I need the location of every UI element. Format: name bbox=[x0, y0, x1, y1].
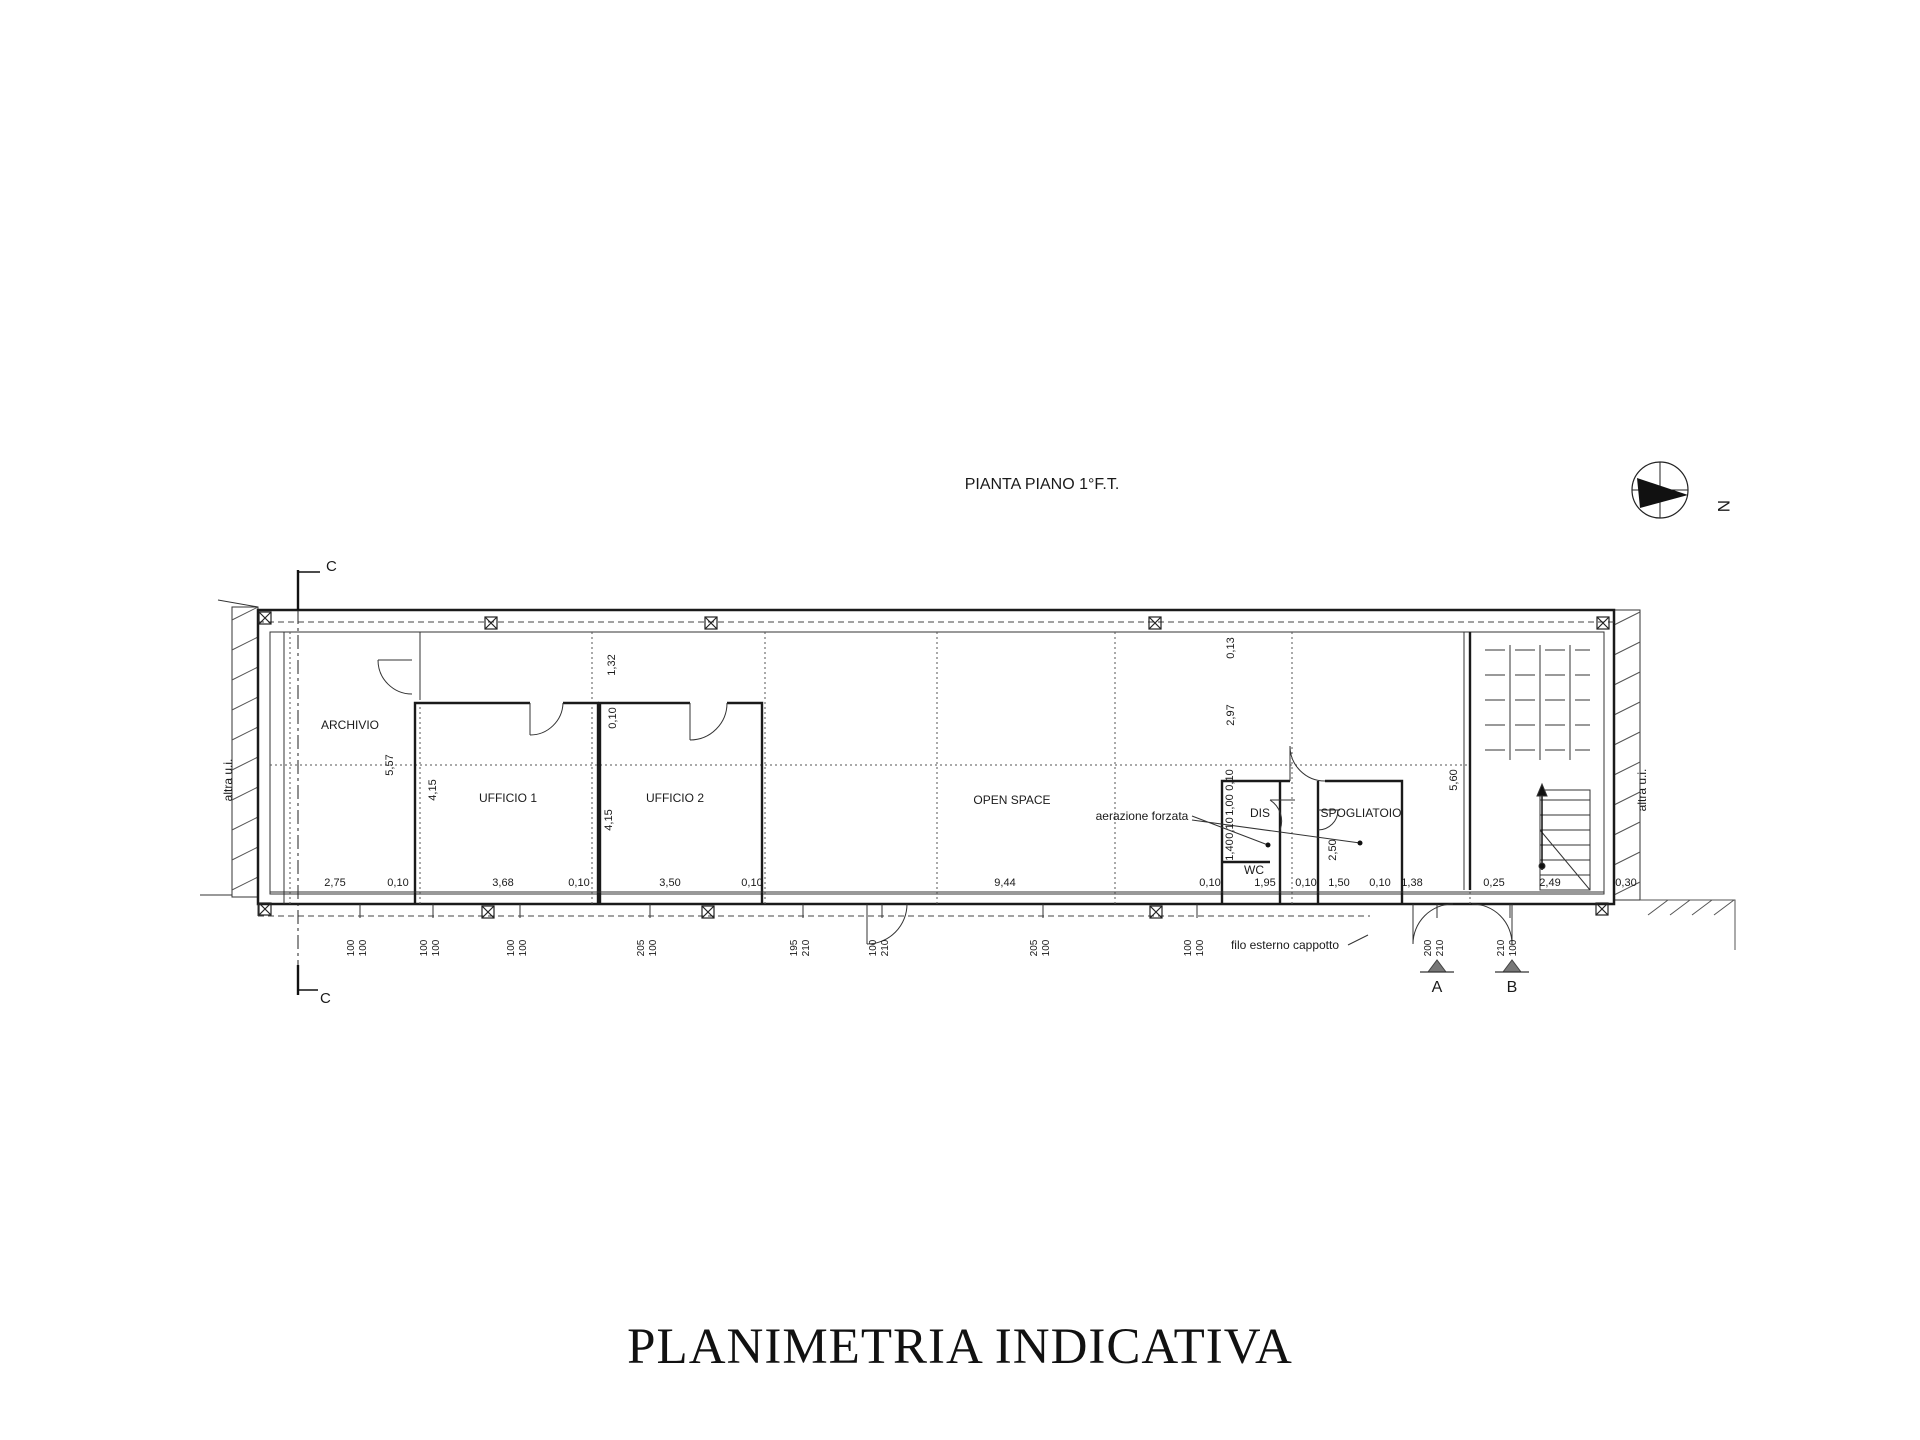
north-arrow-icon bbox=[1631, 461, 1689, 519]
right-neighbour-wall bbox=[1613, 609, 1736, 950]
opening-dimension-label: 100 bbox=[419, 939, 430, 956]
interior-walls bbox=[413, 632, 1472, 904]
room-archivio: ARCHIVIO bbox=[321, 718, 379, 732]
dimension-label: 3,50 bbox=[659, 877, 680, 889]
opening-dimension-label: 100 bbox=[431, 939, 442, 956]
note-aerazione-forzata: aerazione forzata bbox=[1096, 809, 1189, 823]
dimension-label: 0,10 bbox=[1199, 877, 1220, 889]
dimension-label: 0,10 bbox=[387, 877, 408, 889]
note-altra-ui-left: altra u.i. bbox=[221, 759, 235, 802]
section-marker-a-icon bbox=[1420, 959, 1454, 973]
dimension-label-vertical: 4,15 bbox=[427, 779, 439, 800]
section-a-label: A bbox=[1432, 979, 1443, 996]
staircase bbox=[1485, 645, 1591, 891]
dimension-label: 2,49 bbox=[1539, 877, 1560, 889]
page-title: PLANIMETRIA INDICATIVA bbox=[627, 1319, 1293, 1375]
dimension-label: 1,38 bbox=[1401, 877, 1422, 889]
opening-dimension-label: 205 bbox=[636, 939, 647, 956]
room-wc: WC bbox=[1244, 863, 1264, 877]
opening-dimension-label: 100 bbox=[1183, 939, 1194, 956]
section-b-label: B bbox=[1507, 979, 1518, 996]
dimension-label: 3,68 bbox=[492, 877, 513, 889]
dimension-label-vertical: 2,50 bbox=[1327, 839, 1339, 860]
opening-dimension-label: 205 bbox=[1029, 939, 1040, 956]
structural-columns bbox=[258, 611, 1610, 919]
room-ufficio-1: UFFICIO 1 bbox=[479, 791, 537, 805]
dimension-label: 0,10 bbox=[1369, 877, 1390, 889]
aerazione-leader-lines bbox=[1191, 815, 1361, 846]
room-ufficio-2: UFFICIO 2 bbox=[646, 791, 704, 805]
aerazione-point-wc bbox=[1265, 842, 1271, 848]
dimension-label-vertical: 0,10 bbox=[1224, 817, 1236, 838]
dimension-label-vertical: 1,32 bbox=[606, 654, 618, 675]
left-neighbour-wall bbox=[231, 606, 259, 898]
section-c-bottom-label: C bbox=[320, 990, 331, 1007]
dimension-label-vertical: 1,00 bbox=[1224, 794, 1236, 815]
dimension-label-vertical: 0,10 bbox=[1224, 769, 1236, 790]
opening-dimension-label: 100 bbox=[506, 939, 517, 956]
dimension-label: 0,25 bbox=[1483, 877, 1504, 889]
opening-dimension-label: 100 bbox=[346, 939, 357, 956]
opening-dimension-label: 210 bbox=[801, 939, 812, 956]
aerazione-point-spogliatoio bbox=[1357, 840, 1363, 846]
dimension-label-vertical: 5,60 bbox=[1448, 769, 1460, 790]
dimension-label-vertical: 4,15 bbox=[603, 809, 615, 830]
room-open-space: OPEN SPACE bbox=[973, 793, 1050, 807]
note-filo-esterno-cappotto: filo esterno cappotto bbox=[1231, 938, 1339, 952]
room-spogliatoio: SPOGLIATOIO bbox=[1321, 806, 1402, 820]
dimension-label: 0,30 bbox=[1615, 877, 1636, 889]
doors bbox=[377, 659, 1513, 945]
site-line-left bbox=[217, 599, 259, 608]
horizontal-dimensions: 2,75 0,10 3,68 0,10 3,50 0,10 9,44 0,10 1,95 0,10… bbox=[324, 877, 1636, 889]
opening-dimension-label: 100 bbox=[518, 939, 529, 956]
dimension-label: 0,10 bbox=[568, 877, 589, 889]
vertical-dimensions: 5,57 4,15 1,32 0,10 4,15 0,13 2,97 0,10 1,00 0,10… bbox=[384, 637, 1460, 860]
room-dis: DIS bbox=[1250, 806, 1270, 820]
opening-dimension-label: 100 bbox=[1508, 939, 1519, 956]
opening-dimension-label: 100 bbox=[358, 939, 369, 956]
dimension-label-vertical: 0,13 bbox=[1225, 637, 1237, 658]
north-label: N bbox=[1714, 500, 1733, 512]
filo-leader-line bbox=[1347, 934, 1369, 946]
opening-dimension-label: 100 bbox=[868, 939, 879, 956]
section-c-top-label: C bbox=[326, 558, 337, 575]
opening-dimension-label: 100 bbox=[1041, 939, 1052, 956]
dimension-label: 9,44 bbox=[994, 877, 1015, 889]
opening-dimension-label: 200 bbox=[1423, 939, 1434, 956]
opening-dimension-label: 210 bbox=[880, 939, 891, 956]
dimension-label: 1,95 bbox=[1254, 877, 1275, 889]
opening-dimension-label: 210 bbox=[1435, 939, 1446, 956]
section-marker-b-icon bbox=[1495, 959, 1529, 973]
dimension-label: 2,75 bbox=[324, 877, 345, 889]
dimension-label-vertical: 5,57 bbox=[384, 754, 396, 775]
dimension-label: 0,10 bbox=[1295, 877, 1316, 889]
dimension-label: 0,10 bbox=[741, 877, 762, 889]
section-line-c bbox=[296, 570, 320, 995]
plan-title: PIANTA PIANO 1°F.T. bbox=[965, 476, 1120, 493]
opening-dimension-label: 210 bbox=[1496, 939, 1507, 956]
exterior-walls bbox=[256, 608, 1616, 917]
note-altra-ui-right: altra u.i. bbox=[1635, 769, 1649, 812]
opening-dimension-label: 195 bbox=[789, 939, 800, 956]
dimension-label: 1,50 bbox=[1328, 877, 1349, 889]
dimension-label-vertical: 0,10 bbox=[607, 707, 619, 728]
opening-dimension-label: 100 bbox=[648, 939, 659, 956]
dimension-label-vertical: 1,40 bbox=[1224, 839, 1236, 860]
opening-dimension-label: 100 bbox=[1195, 939, 1206, 956]
dimension-label-vertical: 2,97 bbox=[1225, 704, 1237, 725]
